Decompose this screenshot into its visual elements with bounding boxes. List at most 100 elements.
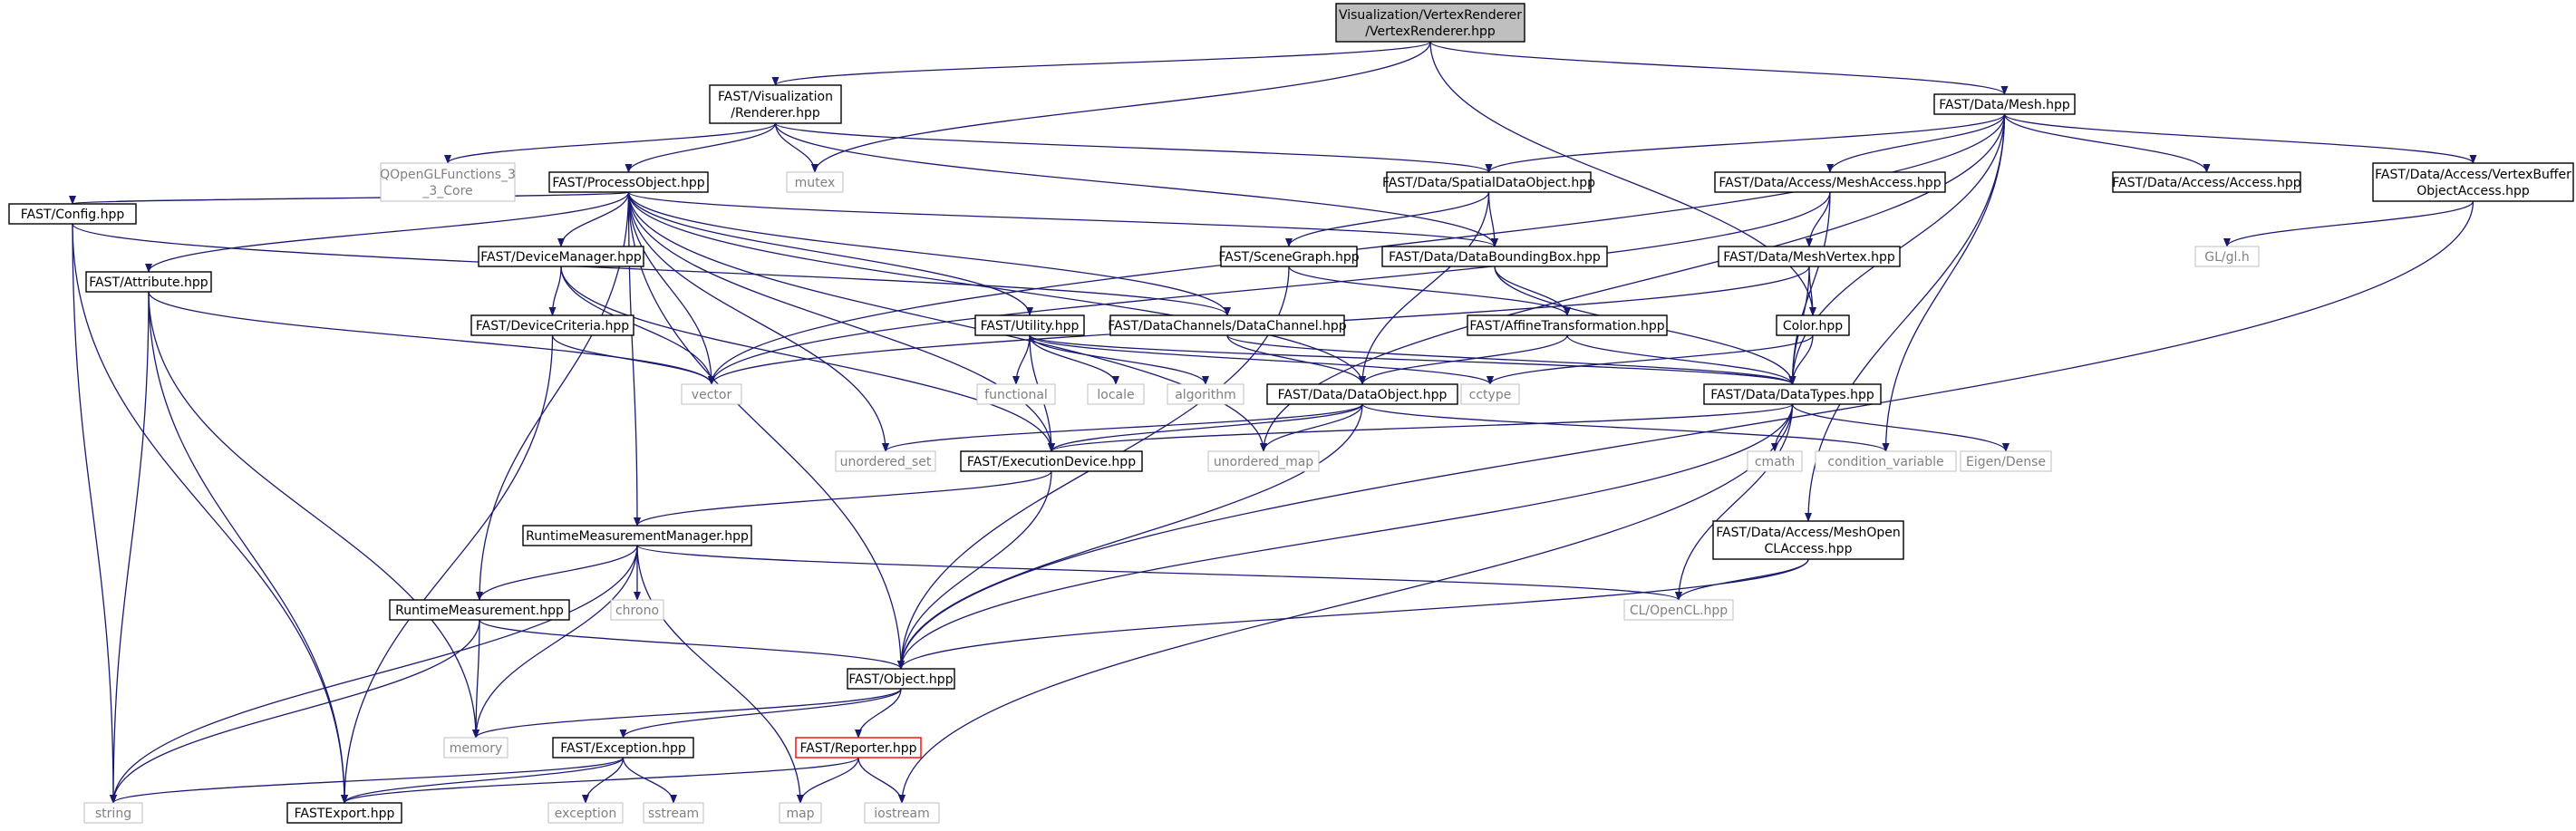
node-meshvertex[interactable]: FAST/Data/MeshVertex.hpp — [1718, 246, 1901, 267]
node-map[interactable]: map — [779, 802, 822, 824]
edge-vbo-to-object — [897, 200, 2474, 670]
node-box-devicemanager — [478, 246, 644, 267]
node-meshaccess[interactable]: FAST/Data/Access/MeshAccess.hpp — [1714, 171, 1946, 193]
edge-dataobject-to-condvar — [1361, 403, 1890, 452]
node-box-affine — [1467, 314, 1668, 336]
node-root[interactable]: Visualization/VertexRenderer/VertexRende… — [1335, 3, 1525, 43]
edge-config-to-string — [72, 223, 117, 804]
node-cctype[interactable]: cctype — [1460, 383, 1520, 405]
node-exception[interactable]: exception — [547, 802, 624, 824]
edge-processobject-to-databoundingbox — [627, 191, 1498, 247]
edge-meshopencl-to-object — [897, 558, 1809, 670]
node-glgl[interactable]: GL/gl.h — [2194, 246, 2260, 267]
edge-devicecriteria-to-vector — [551, 334, 715, 385]
node-databoundingbox[interactable]: FAST/Data/DataBoundingBox.hpp — [1381, 246, 1608, 267]
node-dataobject[interactable]: FAST/Data/DataObject.hpp — [1266, 383, 1458, 405]
node-label-vbo: ObjectAccess.hpp — [2416, 184, 2530, 198]
edge-renderer-to-qopengl — [444, 122, 777, 164]
node-config[interactable]: FAST/Config.hpp — [8, 203, 137, 225]
node-label-eigen: Eigen/Dense — [1966, 455, 2046, 469]
node-box-opencl — [1623, 599, 1734, 621]
edge-runtimemanager-to-memory — [472, 545, 638, 739]
node-unordered_set[interactable]: unordered_set — [835, 450, 936, 472]
edge-runtimemanager-to-runtimemeasurement — [476, 545, 638, 601]
node-qopengl[interactable]: QOpenGLFunctions_3_3_Core — [380, 162, 516, 202]
edge-color-to-datatypes — [1788, 334, 1814, 385]
node-color[interactable]: Color.hpp — [1776, 314, 1850, 336]
node-label-vector: vector — [692, 388, 732, 402]
node-vbo[interactable]: FAST/Data/Access/VertexBufferObjectAcces… — [2372, 162, 2574, 202]
node-box-reporter — [795, 737, 922, 759]
node-algorithm[interactable]: algorithm — [1167, 383, 1244, 405]
node-box-processobject — [548, 171, 709, 193]
node-label-attribute: FAST/Attribute.hpp — [89, 275, 208, 290]
node-box-map — [779, 802, 822, 824]
node-label-memory: memory — [450, 741, 503, 756]
node-string[interactable]: string — [83, 802, 143, 824]
node-runtimemanager[interactable]: RuntimeMeasurementManager.hpp — [522, 525, 752, 546]
edge-datatypes-to-eigen — [1791, 403, 2009, 452]
node-label-string: string — [95, 807, 131, 821]
node-processobject[interactable]: FAST/ProcessObject.hpp — [548, 171, 709, 193]
node-label-affine: FAST/AffineTransformation.hpp — [1469, 319, 1664, 333]
node-box-devicecriteria — [470, 314, 634, 336]
edge-datatypes-to-iostream — [898, 403, 1794, 804]
edge-root-to-renderer — [771, 41, 1431, 86]
node-unordered_map[interactable]: unordered_map — [1207, 450, 1320, 472]
edge-utility-to-cctype — [1029, 334, 1494, 385]
node-datatypes[interactable]: FAST/Data/DataTypes.hpp — [1703, 383, 1882, 405]
edge-config-to-fastexport — [72, 223, 348, 804]
node-label-exception: exception — [555, 807, 616, 821]
node-condvar[interactable]: condition_variable — [1815, 450, 1957, 472]
node-box-spatialdataobject — [1386, 171, 1592, 193]
node-mutex[interactable]: mutex — [786, 171, 844, 193]
edge-renderer-to-databoundingbox — [774, 122, 1498, 247]
node-label-unordered_set: unordered_set — [840, 455, 932, 469]
node-label-locale: locale — [1097, 388, 1134, 402]
node-label-meshopencl: FAST/Data/Access/MeshOpen — [1716, 526, 1901, 540]
node-affine[interactable]: FAST/AffineTransformation.hpp — [1467, 314, 1668, 336]
node-vector[interactable]: vector — [681, 383, 742, 405]
node-box-mutex — [786, 171, 844, 193]
node-devicecriteria[interactable]: FAST/DeviceCriteria.hpp — [470, 314, 634, 336]
node-label-devicecriteria: FAST/DeviceCriteria.hpp — [476, 319, 629, 333]
node-fastexport[interactable]: FASTExport.hpp — [286, 802, 402, 824]
node-reporter[interactable]: FAST/Reporter.hpp — [795, 737, 922, 759]
node-box-cctype — [1460, 383, 1520, 405]
node-datachannel[interactable]: FAST/DataChannels/DataChannel.hpp — [1108, 314, 1347, 336]
node-label-root: /VertexRenderer.hpp — [1365, 24, 1496, 39]
edge-mesh-to-condvar — [1882, 113, 2006, 452]
node-memory[interactable]: memory — [443, 737, 508, 759]
node-sstream[interactable]: sstream — [643, 802, 704, 824]
node-box-datatypes — [1703, 383, 1882, 405]
node-chrono[interactable]: chrono — [610, 599, 664, 621]
node-attribute[interactable]: FAST/Attribute.hpp — [85, 271, 212, 293]
node-cmath[interactable]: cmath — [1747, 450, 1803, 472]
node-devicemanager[interactable]: FAST/DeviceManager.hpp — [478, 246, 644, 267]
node-executiondevice[interactable]: FAST/ExecutionDevice.hpp — [960, 450, 1143, 472]
node-renderer[interactable]: FAST/Visualization/Renderer.hpp — [709, 84, 842, 124]
node-opencl[interactable]: CL/OpenCL.hpp — [1623, 599, 1734, 621]
node-spatialdataobject[interactable]: FAST/Data/SpatialDataObject.hpp — [1382, 171, 1595, 193]
node-exception_h[interactable]: FAST/Exception.hpp — [552, 737, 694, 759]
edge-devicemanager-to-devicecriteria — [548, 266, 562, 316]
edge-root-to-mutex — [811, 41, 1431, 173]
edge-utility-to-locale — [1029, 334, 1119, 385]
node-scenegraph[interactable]: FAST/SceneGraph.hpp — [1218, 246, 1360, 267]
node-utility[interactable]: FAST/Utility.hpp — [974, 314, 1085, 336]
node-mesh[interactable]: FAST/Data/Mesh.hpp — [1933, 93, 2076, 115]
node-label-iostream: iostream — [874, 807, 930, 821]
node-object[interactable]: FAST/Object.hpp — [847, 668, 955, 690]
node-locale[interactable]: locale — [1087, 383, 1145, 405]
node-box-object — [847, 668, 955, 690]
edge-processobject-to-vector — [627, 191, 715, 385]
node-box-utility — [974, 314, 1085, 336]
node-runtimemeasurement[interactable]: RuntimeMeasurement.hpp — [389, 599, 570, 621]
node-access[interactable]: FAST/Data/Access/Access.hpp — [2112, 171, 2301, 193]
node-label-reporter: FAST/Reporter.hpp — [799, 741, 916, 756]
node-functional[interactable]: functional — [976, 383, 1056, 405]
node-iostream[interactable]: iostream — [864, 802, 940, 824]
node-eigen[interactable]: Eigen/Dense — [1960, 450, 2052, 472]
edge-attribute-to-vector — [148, 291, 715, 385]
